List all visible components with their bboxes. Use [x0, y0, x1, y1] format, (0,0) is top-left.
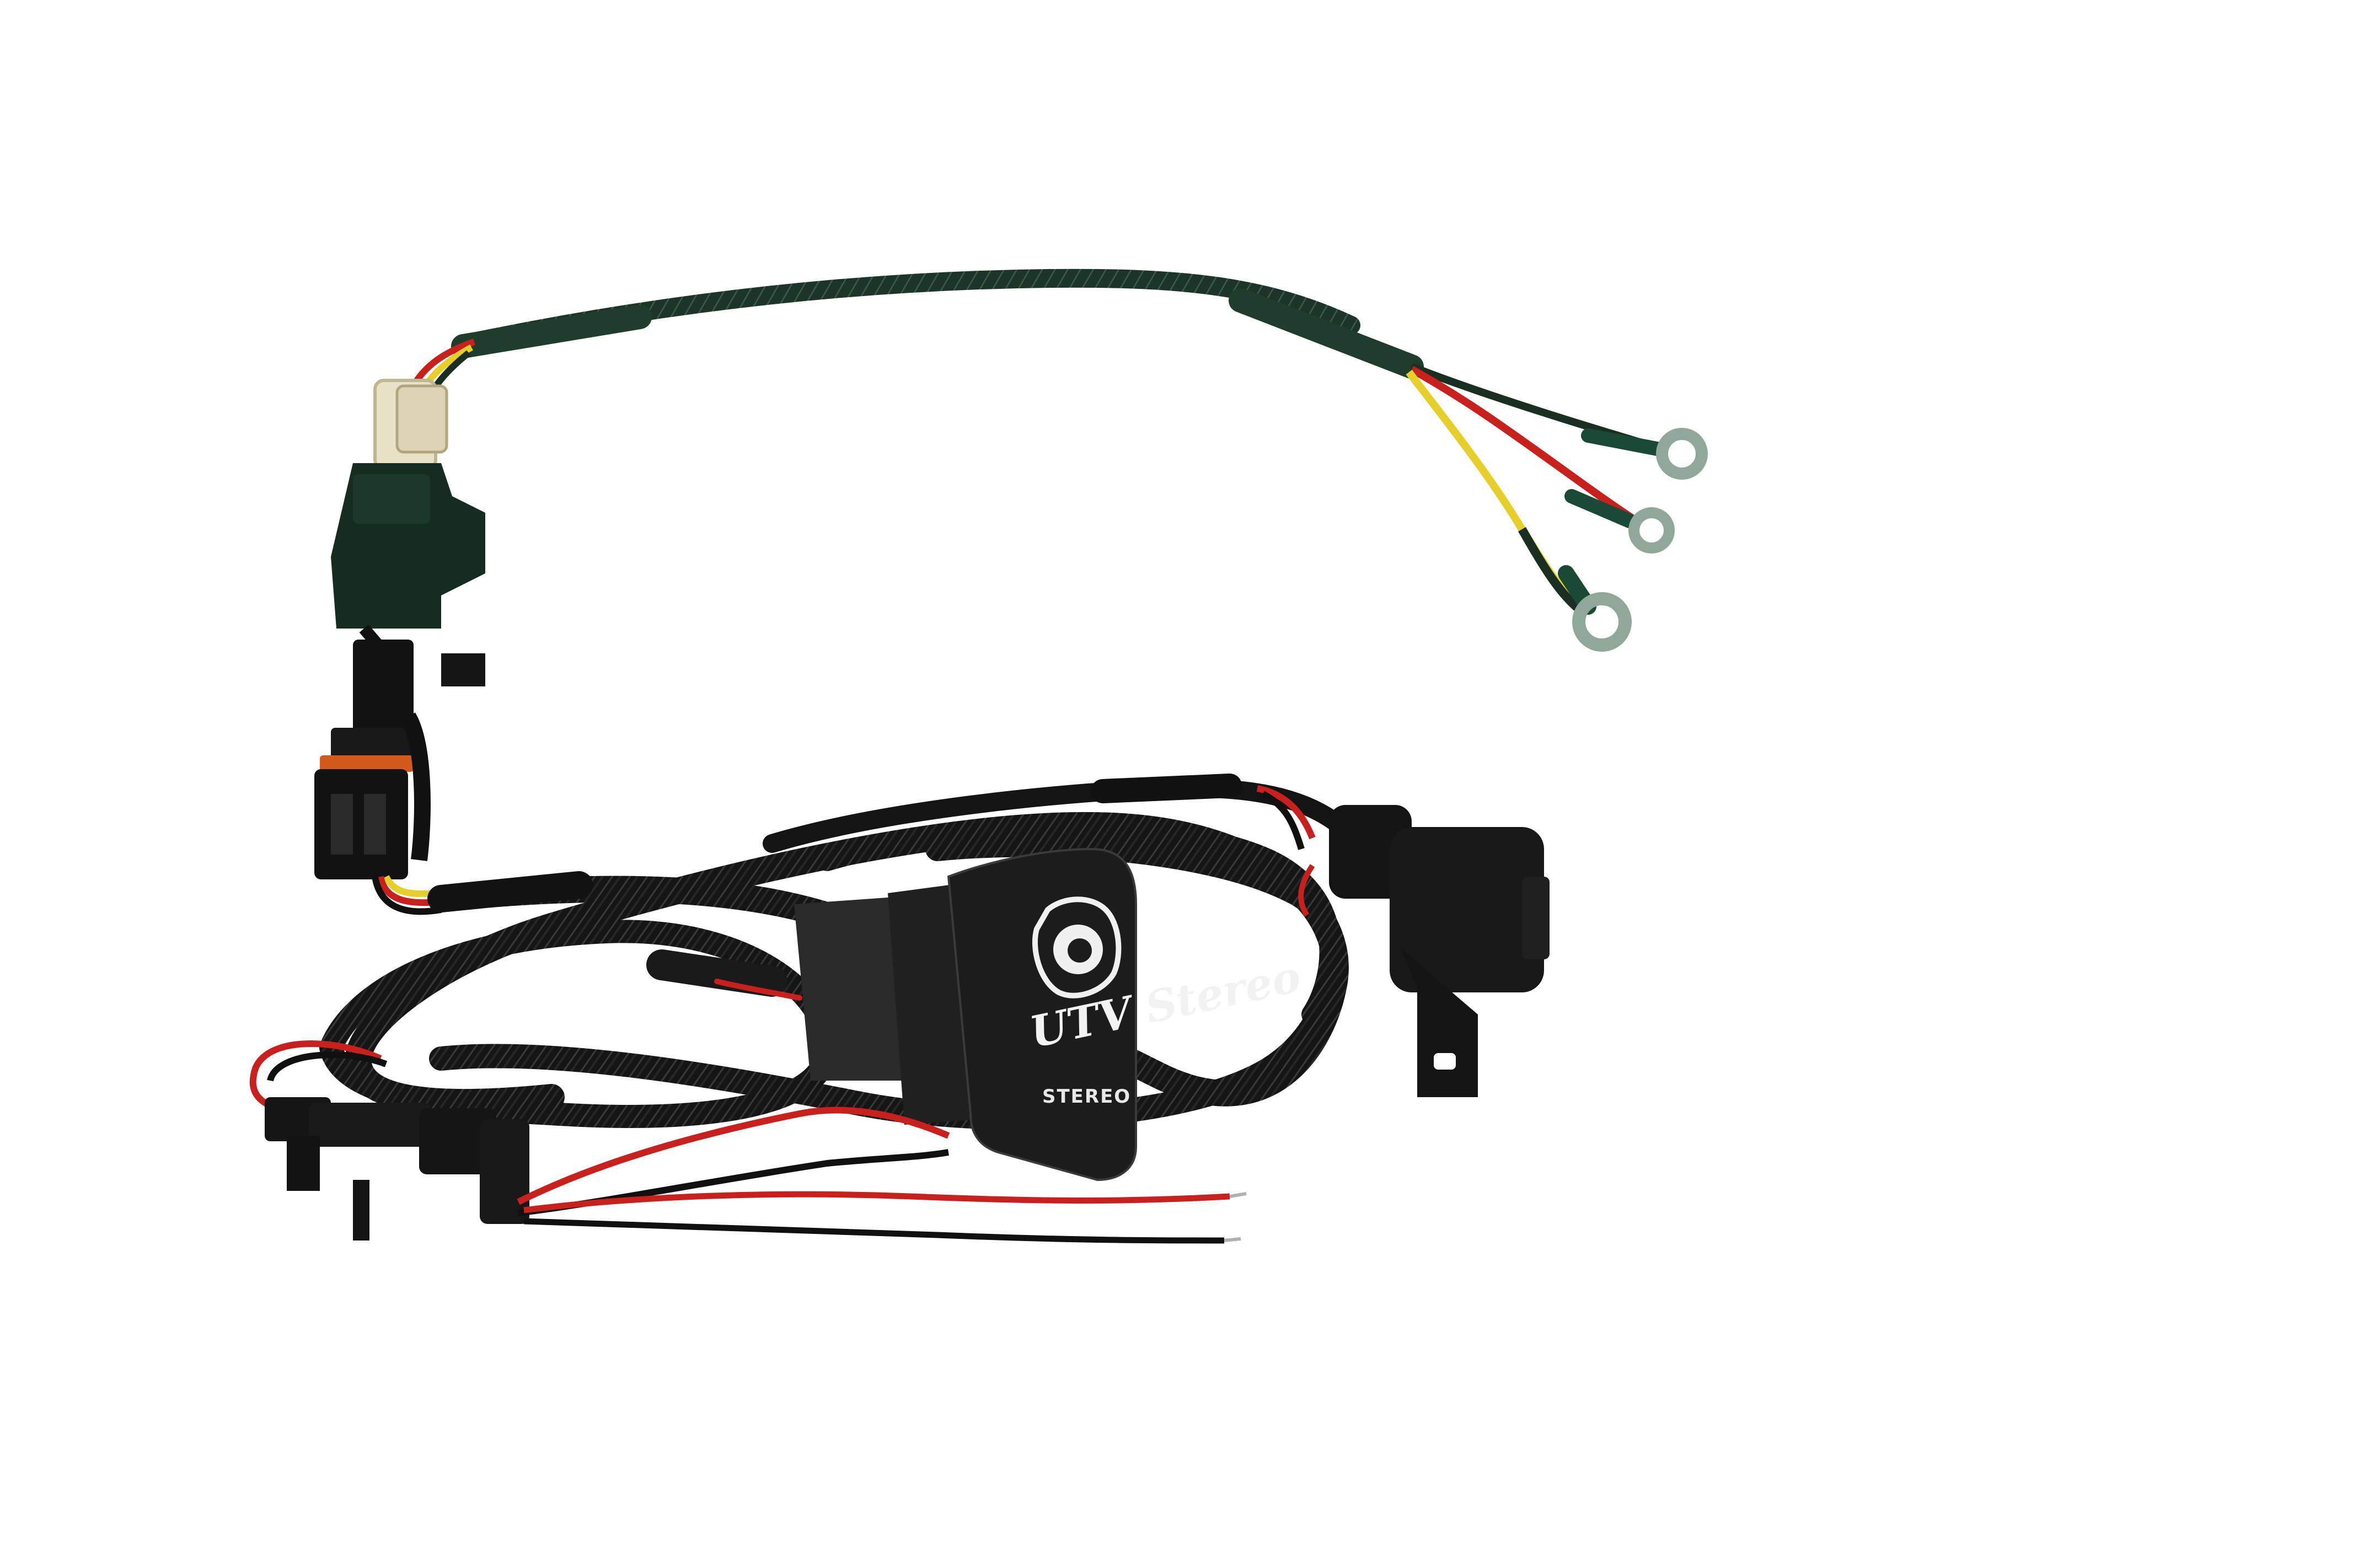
fuse-holder	[331, 339, 485, 629]
lower-connector	[249, 1040, 529, 1241]
relay-lead	[763, 774, 1344, 853]
upper-harness-lead	[451, 269, 1424, 379]
speaker-icon	[1032, 896, 1122, 998]
braided-loom-coil	[319, 812, 1349, 1130]
orange-seal	[320, 755, 414, 772]
ring-terminal	[1628, 507, 1675, 554]
ring-terminal	[1656, 428, 1708, 480]
weatherpack-connector	[314, 624, 485, 879]
switch-label: STEREO	[1042, 1086, 1131, 1108]
ring-terminal	[1572, 592, 1632, 652]
relay-box	[1298, 805, 1550, 1097]
ring-terminal-wires	[1406, 363, 1708, 652]
trailing-wires	[517, 1107, 1247, 1244]
